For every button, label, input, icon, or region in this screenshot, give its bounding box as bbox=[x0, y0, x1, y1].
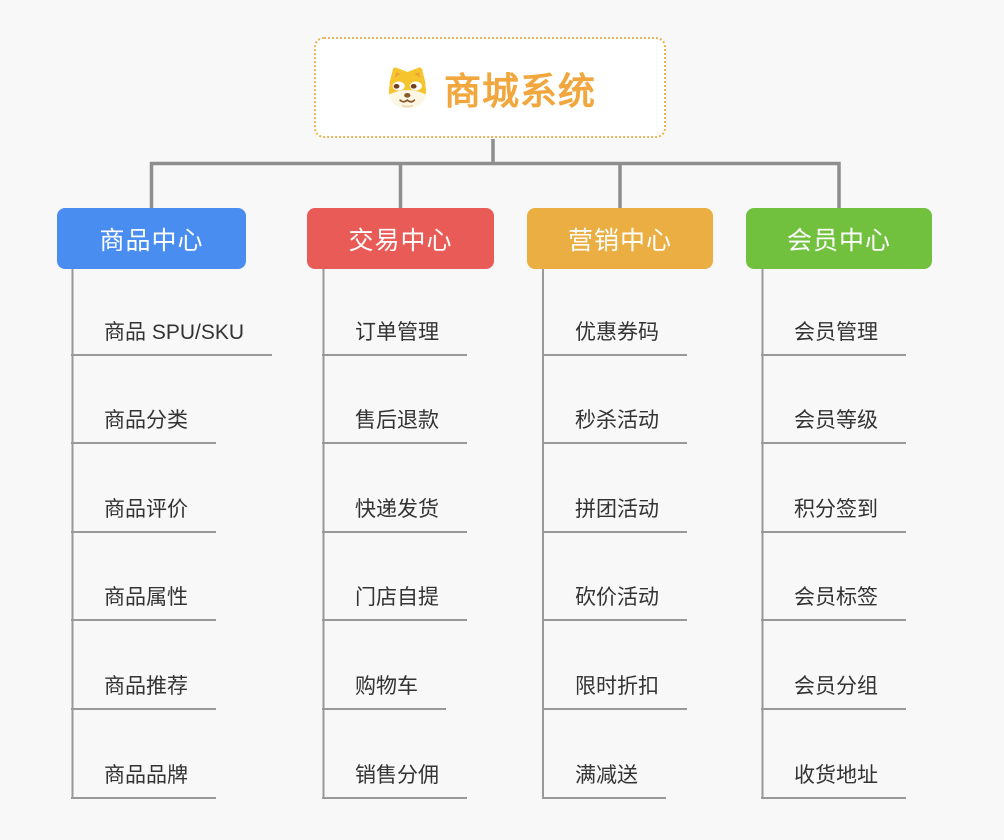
branch-header-marketing-center[interactable]: 营销中心 bbox=[527, 208, 713, 269]
leaf-node[interactable]: 商品分类 bbox=[71, 406, 216, 444]
leaf-node[interactable]: 商品品牌 bbox=[71, 761, 216, 799]
leaf-node[interactable]: 商品推荐 bbox=[71, 672, 216, 710]
dog-face-icon bbox=[388, 67, 427, 109]
leaf-node[interactable]: 秒杀活动 bbox=[542, 406, 687, 444]
leaf-node[interactable]: 优惠券码 bbox=[542, 318, 687, 356]
leaf-node[interactable]: 满减送 bbox=[542, 761, 666, 799]
branch-header-product-center[interactable]: 商品中心 bbox=[57, 208, 246, 269]
leaf-node[interactable]: 购物车 bbox=[322, 672, 446, 710]
leaf-node[interactable]: 售后退款 bbox=[322, 406, 467, 444]
leaf-node[interactable]: 订单管理 bbox=[322, 318, 467, 356]
root-title: 商城系统 bbox=[444, 70, 596, 112]
leaf-node[interactable]: 门店自提 bbox=[322, 583, 467, 621]
leaf-node[interactable]: 商品 SPU/SKU bbox=[71, 318, 273, 356]
leaf-node[interactable]: 积分签到 bbox=[761, 495, 906, 533]
leaf-node[interactable]: 拼团活动 bbox=[542, 495, 687, 533]
leaf-node[interactable]: 快递发货 bbox=[322, 495, 467, 533]
branch-header-member-center[interactable]: 会员中心 bbox=[746, 208, 932, 269]
leaf-node[interactable]: 会员分组 bbox=[761, 672, 906, 710]
leaf-node[interactable]: 会员等级 bbox=[761, 406, 906, 444]
branch-header-trade-center[interactable]: 交易中心 bbox=[307, 208, 494, 269]
leaf-node[interactable]: 销售分佣 bbox=[322, 761, 467, 799]
leaf-node[interactable]: 限时折扣 bbox=[542, 672, 687, 710]
leaf-node[interactable]: 会员管理 bbox=[761, 318, 906, 356]
leaf-node[interactable]: 商品属性 bbox=[71, 583, 216, 621]
leaf-node[interactable]: 商品评价 bbox=[71, 495, 216, 533]
leaf-node[interactable]: 砍价活动 bbox=[542, 583, 687, 621]
leaf-node[interactable]: 会员标签 bbox=[761, 583, 906, 621]
leaf-node[interactable]: 收货地址 bbox=[761, 761, 906, 799]
root-node-mall-system[interactable]: 商城系统 bbox=[314, 37, 666, 138]
